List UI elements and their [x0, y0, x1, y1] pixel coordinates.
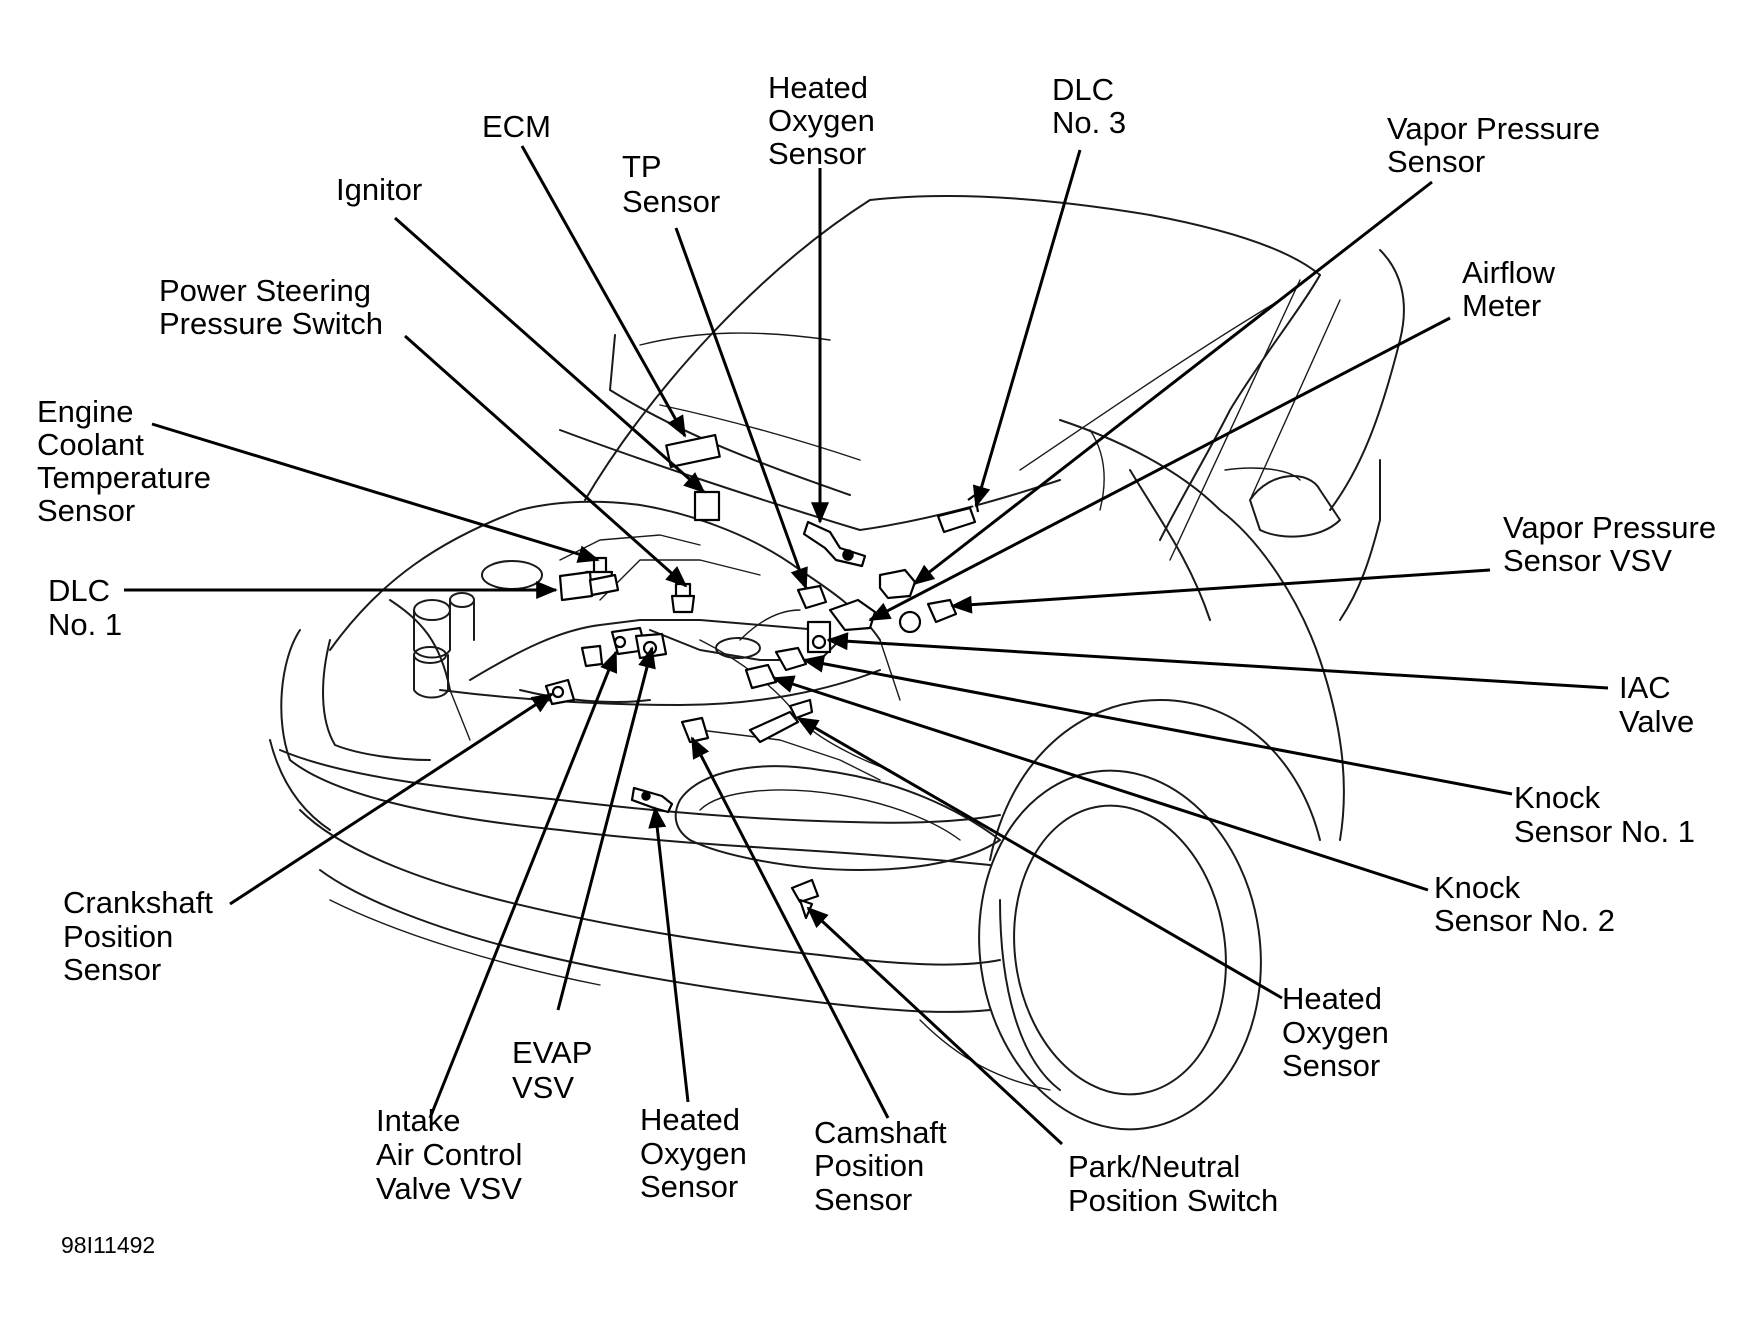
side-mirror-outline [1249, 475, 1341, 538]
label-evap-vsv: EVAP VSV [512, 1035, 600, 1105]
leader-engine-coolant-temperature-sensor [151, 422, 600, 563]
leader-crankshaft-position-sensor [229, 692, 554, 906]
front-wheel-outline [978, 769, 1262, 1131]
leader-knock-sensor-no2 [772, 675, 1429, 892]
label-heated-oxygen-sensor-right: Heated Oxygen Sensor [1282, 981, 1397, 1083]
leader-ecm [520, 145, 687, 438]
airflow-meter-glyph [828, 598, 877, 632]
component-labels: ECM Heated Oxygen Sensor DLC No. 3 Vapor… [37, 70, 1725, 1258]
leader-intake-air-control-valve-vsv [428, 650, 618, 1119]
component-glyphs [544, 433, 980, 920]
knock-sensor-no2-glyph [744, 663, 778, 690]
heated-oxygen-sensor-top-glyph [802, 520, 867, 568]
leader-knock-sensor-no1 [802, 654, 1513, 796]
engine-coolant-sensor-body-glyph [580, 644, 604, 668]
camshaft-position-sensor-glyph [680, 716, 710, 744]
label-airflow-meter: Airflow Meter [1462, 255, 1564, 323]
leader-camshaft-position-sensor [690, 736, 890, 1119]
engine-bay-outline [329, 500, 881, 651]
label-vapor-pressure-sensor: Vapor Pressure Sensor [1387, 111, 1609, 179]
ecm-module [665, 433, 721, 469]
vapor-pressure-sensor-glyph [878, 568, 917, 600]
label-dlc-no1: DLC No. 1 [48, 573, 122, 642]
heated-oxygen-sensor-bottom-glyph [630, 786, 674, 814]
leader-power-steering-pressure-switch [404, 334, 688, 588]
leader-tp-sensor [674, 227, 808, 590]
label-engine-coolant-temperature-sensor: Engine Coolant Temperature Sensor [37, 394, 220, 528]
label-park-neutral-position-switch: Park/Neutral Position Switch [1068, 1149, 1278, 1218]
front-bumper-outline [280, 629, 991, 866]
leader-vapor-pressure-sensor [912, 180, 1433, 586]
label-power-steering-pressure-switch: Power Steering Pressure Switch [159, 273, 383, 341]
windshield-outline [1159, 274, 1321, 541]
label-knock-sensor-no2: Knock Sensor No. 2 [1434, 870, 1615, 938]
label-iac-valve: IAC Valve [1619, 670, 1694, 739]
park-neutral-position-switch-glyph [790, 878, 820, 920]
crankshaft-position-sensor-glyph [544, 678, 576, 706]
dlc-no3-glyph [936, 493, 980, 534]
leader-ignitor [394, 216, 706, 494]
label-vapor-pressure-sensor-vsv: Vapor Pressure Sensor VSV [1503, 510, 1725, 578]
label-knock-sensor-no1: Knock Sensor No. 1 [1514, 780, 1695, 849]
label-ecm: ECM [482, 109, 551, 144]
label-camshaft-position-sensor: Camshaft Position Sensor [814, 1115, 955, 1217]
leader-evap-vsv [556, 646, 656, 1011]
leader-heated-oxygen-sensor-right [796, 716, 1283, 1000]
figure-id: 98I11492 [61, 1232, 155, 1258]
label-heated-oxygen-sensor-bottom: Heated Oxygen Sensor [640, 1102, 755, 1204]
right-fender-outline [1059, 419, 1321, 661]
label-intake-air-control-valve-vsv: Intake Air Control Valve VSV [376, 1103, 531, 1206]
label-tp-sensor: TP Sensor [622, 149, 720, 219]
leader-vapor-pressure-sensor-vsv [950, 568, 1491, 614]
label-ignitor: Ignitor [336, 172, 422, 207]
leader-iac-valve [826, 632, 1609, 690]
leader-lines [124, 145, 1609, 1146]
knock-sensor-no1-glyph [774, 646, 808, 672]
label-crankshaft-position-sensor: Crankshaft Position Sensor [63, 885, 222, 987]
headlight-outline [674, 765, 1001, 871]
power-steering-pressure-switch-glyph [670, 582, 696, 614]
leader-heated-oxygen-sensor-bottom [648, 806, 690, 1103]
leader-dlc-no3 [972, 149, 1082, 508]
label-dlc-no3: DLC No. 3 [1052, 72, 1126, 140]
leader-park-neutral-position-switch [806, 906, 1064, 1146]
dlc-no1-glyph [558, 570, 620, 602]
ignitor-module [693, 490, 721, 522]
leader-airflow-meter [868, 316, 1451, 622]
iac-valve-glyph [806, 620, 832, 654]
vapor-pressure-sensor-vsv-glyph [898, 598, 958, 634]
label-heated-oxygen-sensor-top: Heated Oxygen Sensor [768, 70, 883, 171]
tp-sensor-glyph [796, 584, 828, 610]
hood-outline [584, 194, 1321, 501]
vehicle-outline-drawing [269, 194, 1405, 1131]
